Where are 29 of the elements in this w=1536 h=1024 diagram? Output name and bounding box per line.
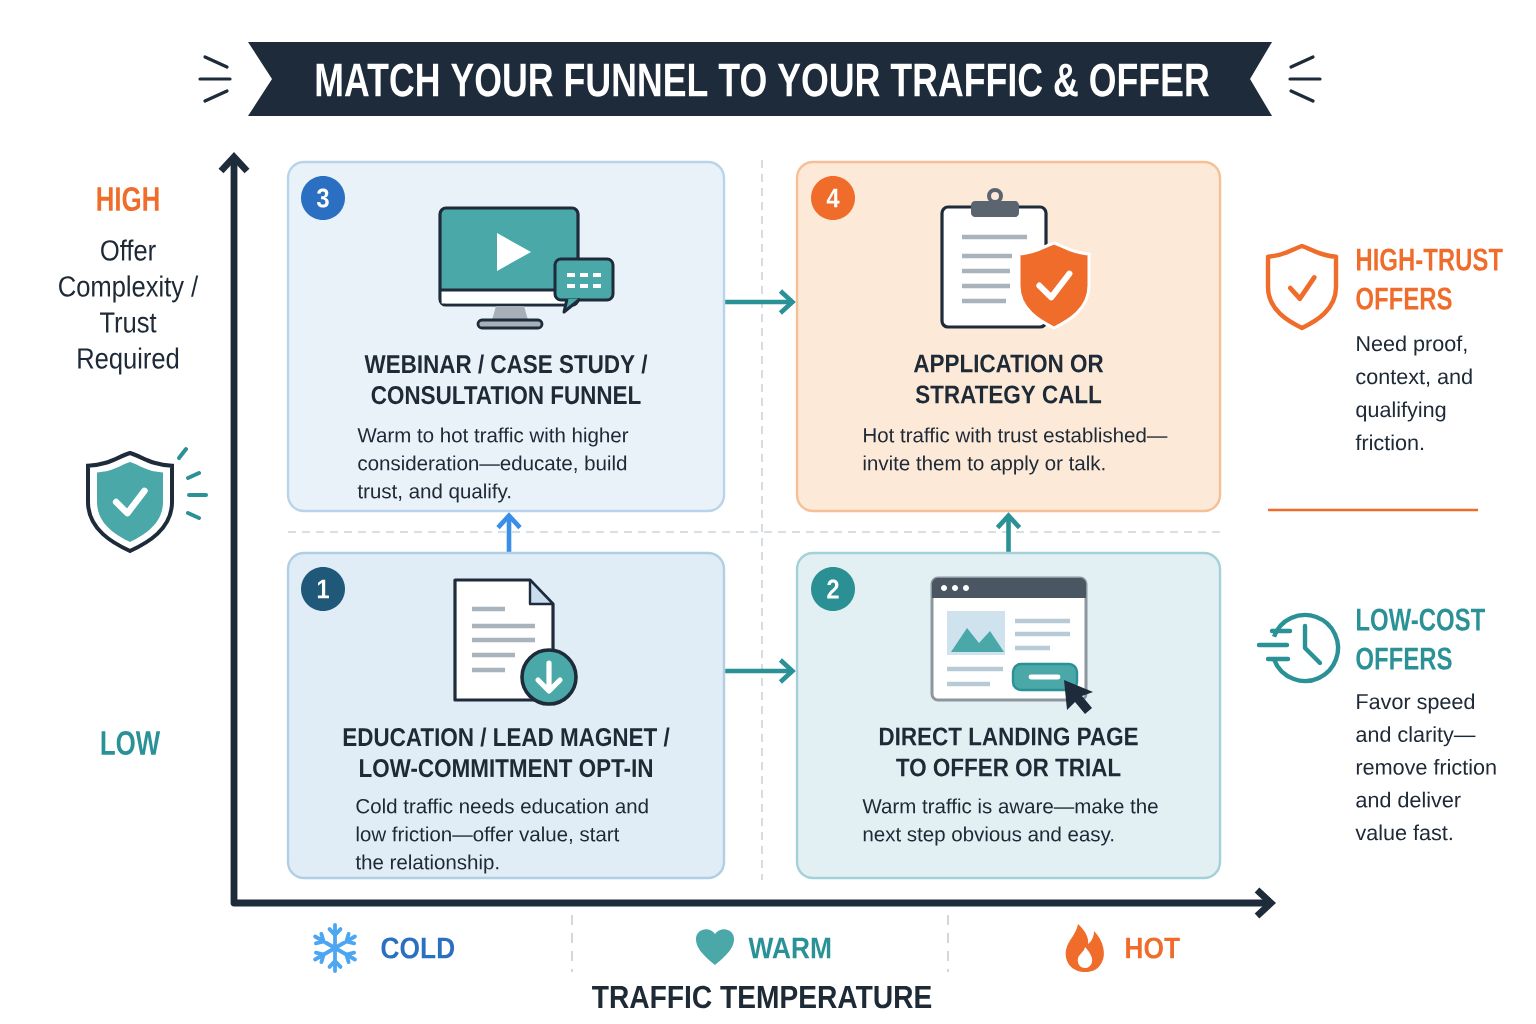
card-description: Cold traffic needs education and low friction—offer value, start the relationship. bbox=[355, 798, 648, 874]
side-note: Favor speed and clarity—remove friction and deliver value fast. bbox=[1355, 693, 1496, 841]
side-heading: HIGH-TRUST OFFERS bbox=[1356, 248, 1503, 310]
temperature-label: COLD bbox=[381, 937, 455, 959]
axis-title: Offer Complexity / Trust Required bbox=[59, 239, 199, 375]
flow-arrow bbox=[725, 289, 796, 315]
axis-title: TRAFFIC TEMPERATURE bbox=[592, 985, 932, 1009]
number-badge: 4 bbox=[811, 176, 855, 220]
side-heading: LOW-COST OFFERS bbox=[1356, 608, 1485, 670]
card-title: WEBINAR / CASE STUDY / CONSULTATION FUNNEL bbox=[364, 354, 648, 405]
card-description: Warm traffic is aware—make the next step obvious and easy. bbox=[862, 798, 1158, 846]
card-title: EDUCATION / LEAD MAGNET / LOW-COMMITMENT OPT-IN bbox=[343, 727, 670, 778]
number-badge: 2 bbox=[811, 567, 855, 611]
temperature-label: WARM bbox=[748, 937, 831, 959]
number-badge: 3 bbox=[301, 176, 345, 220]
card-title: APPLICATION OR STRATEGY CALL bbox=[913, 354, 1104, 404]
axis-level-label: HIGH bbox=[97, 186, 159, 212]
axis-level-label: LOW bbox=[101, 730, 161, 756]
card-description: Hot traffic with trust established—invite them to apply or talk. bbox=[863, 427, 1168, 475]
flow-arrow bbox=[995, 512, 1022, 552]
card-description: Warm to hot traffic with higher consideration—educate, build trust, and qualify. bbox=[357, 427, 629, 503]
side-note: Need proof, context, and qualifying friction. bbox=[1355, 335, 1472, 451]
quadrant-card bbox=[286, 551, 726, 880]
flow-arrow bbox=[725, 658, 796, 684]
card-title: DIRECT LANDING PAGE TO OFFER OR TRIAL bbox=[879, 727, 1138, 777]
flow-arrow bbox=[496, 512, 522, 552]
number-badge: 1 bbox=[301, 567, 345, 611]
title-banner: MATCH YOUR FUNNEL TO YOUR TRAFFIC & OFFER bbox=[248, 42, 1272, 116]
temperature-label: HOT bbox=[1126, 937, 1180, 959]
